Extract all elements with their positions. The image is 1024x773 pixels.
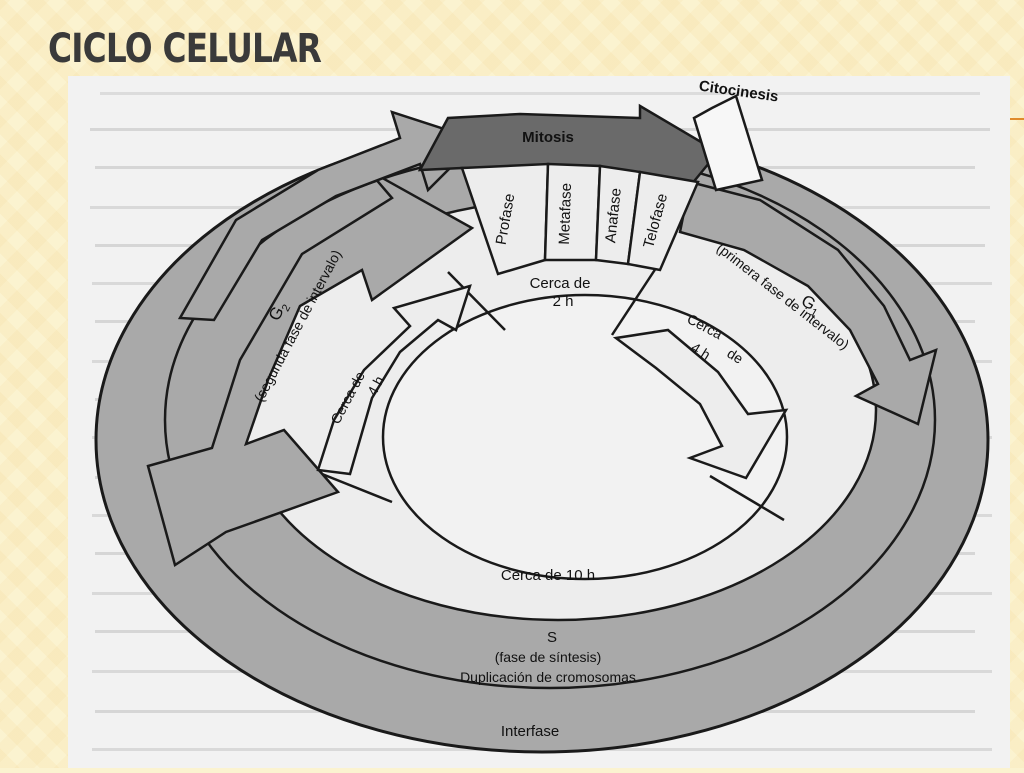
s-subtitle: (fase de síntesis)	[495, 649, 602, 665]
g2-inner-arrow	[316, 284, 472, 476]
accent-line	[1008, 118, 1024, 120]
interphase-label: Interfase	[501, 723, 559, 740]
g1-inner-arrow	[612, 328, 789, 480]
s-duration: Cerca de 10 h	[501, 567, 595, 584]
sector-line-mitosis-left	[447, 271, 506, 331]
sector-line-g2-s	[311, 468, 393, 504]
phase-label-metafase: Metafase	[556, 183, 575, 245]
cytokinesis-box	[692, 94, 764, 192]
phase-box-telofase	[626, 170, 700, 272]
mitosis-label: Mitosis	[522, 129, 574, 146]
s-description: Duplicación de cromosomas	[460, 669, 636, 685]
g1-title: G1	[797, 291, 825, 320]
sector-line-mitosis-right	[610, 261, 662, 336]
cell-cycle-figure: Mitosis Citocinesis Profase Metafase Ana…	[68, 76, 1010, 768]
mitosis-duration-line2: 2 h	[553, 293, 574, 310]
g2-title: G2	[265, 298, 294, 325]
g2-arrow	[146, 168, 475, 567]
phase-label-anafase: Anafase	[602, 187, 625, 244]
slide-title: CICLO CELULAR	[48, 26, 322, 72]
g1-duration-line2: de	[724, 345, 746, 367]
cell-cycle-diagram: Mitosis Citocinesis Profase Metafase Ana…	[68, 76, 1010, 768]
mitosis-duration-line1: Cerca de	[530, 275, 591, 292]
s-title: S	[547, 629, 557, 646]
sector-line-g1-s	[709, 474, 785, 522]
g1-arrow	[678, 180, 938, 426]
